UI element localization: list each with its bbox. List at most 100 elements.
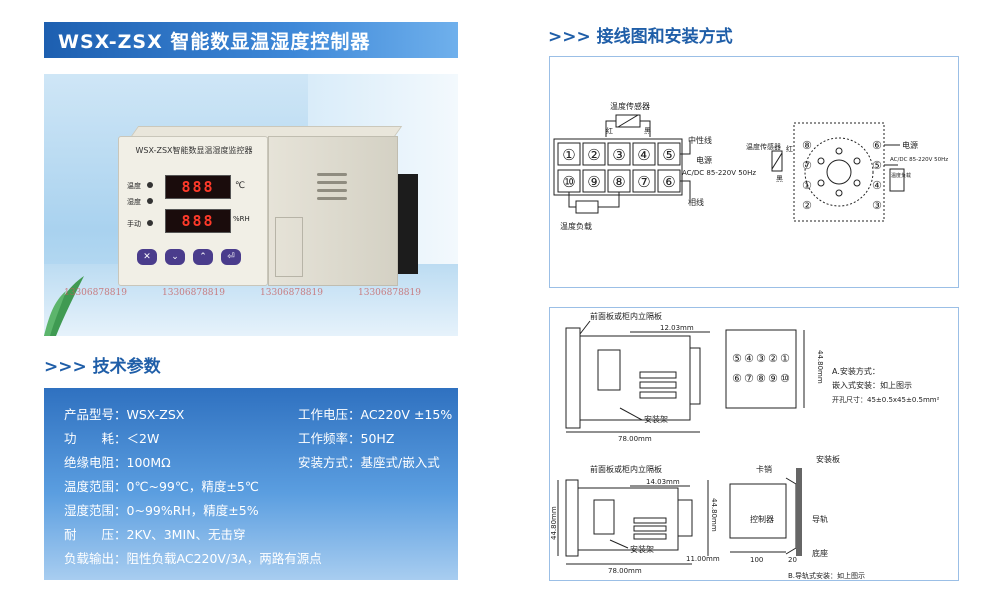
- spec-row: 负载输出：阻性负载AC220V/3A，两路有源点: [64, 551, 322, 566]
- svg-text:中性线: 中性线: [688, 135, 712, 145]
- humidity-display: 888: [165, 209, 231, 233]
- spec-row: 安装方式：基座式/嵌入式: [298, 455, 440, 470]
- svg-text:A.安装方式：: A.安装方式：: [832, 366, 880, 376]
- svg-text:①: ①: [780, 352, 790, 365]
- svg-text:⑧: ⑧: [756, 372, 766, 385]
- svg-text:⑤: ⑤: [662, 146, 675, 164]
- svg-text:电源: 电源: [902, 140, 918, 150]
- svg-text:③: ③: [612, 146, 625, 164]
- svg-text:前面板或柜内立隔板: 前面板或柜内立隔板: [590, 311, 662, 321]
- enter-icon: ⏎: [227, 252, 235, 262]
- tools-icon: ✕: [143, 252, 151, 262]
- down-button[interactable]: ⌄: [165, 249, 185, 265]
- wiring-heading: >>> 接线图和安装方式: [548, 27, 733, 47]
- svg-text:⑥: ⑥: [872, 139, 882, 152]
- round-socket: [804, 137, 874, 207]
- sensor-label: 温度传感器: [610, 101, 650, 111]
- svg-text:底座: 底座: [812, 548, 828, 558]
- device-side: [268, 136, 398, 286]
- chevron-up-icon: ⌃: [199, 252, 207, 262]
- round-sensor-symbol: [771, 150, 783, 172]
- terminal-grid-a: ⑤ ④ ③ ② ① ⑥ ⑦ ⑧ ⑨ ⑩: [732, 352, 790, 385]
- terminal-block: [553, 138, 683, 196]
- device-terminal: [398, 174, 418, 274]
- svg-text:78.00mm: 78.00mm: [618, 435, 652, 443]
- svg-text:78.00mm: 78.00mm: [608, 567, 642, 575]
- svg-text:温度负载: 温度负载: [560, 221, 592, 231]
- svg-text:AC/DC 85-220V 50Hz: AC/DC 85-220V 50Hz: [682, 169, 756, 177]
- installation-diagram: 前面板或柜内立隔板 12.03mm 安装架 78.00mm ⑤ ④ ③ ② ① …: [549, 307, 959, 581]
- svg-text:⑧: ⑧: [802, 139, 812, 152]
- chevron-down-icon: ⌄: [171, 252, 179, 262]
- svg-text:⑤: ⑤: [732, 352, 742, 365]
- svg-text:③: ③: [756, 352, 766, 365]
- device-body-b: [577, 487, 679, 551]
- plant-leaf-icon: [44, 276, 84, 336]
- svg-text:安装架: 安装架: [630, 544, 654, 554]
- svg-text:⑥: ⑥: [732, 372, 742, 385]
- svg-text:①: ①: [802, 179, 812, 192]
- svg-text:⑩: ⑩: [562, 173, 575, 191]
- rail-controller: [729, 483, 787, 539]
- svg-text:B.导轨式安装：如上图示: B.导轨式安装：如上图示: [788, 571, 865, 580]
- round-socket-frame: [793, 122, 885, 222]
- device-front: WSX-ZSX智能数显温湿度监控器 温度 湿度 手动 888 ℃ 888 %RH…: [118, 136, 268, 286]
- tech-heading: >>> 技术参数: [44, 357, 161, 377]
- spec-row: 耐 压：2KV、3MIN、无击穿: [64, 527, 246, 542]
- cutout-a: [725, 329, 797, 409]
- svg-text:①: ①: [562, 146, 575, 164]
- svg-text:前面板或柜内立隔板: 前面板或柜内立隔板: [590, 464, 662, 474]
- temp-display: 888: [165, 175, 231, 199]
- svg-text:AC/DC 85-220V 50Hz: AC/DC 85-220V 50Hz: [890, 157, 948, 163]
- settings-button[interactable]: ✕: [137, 249, 157, 265]
- svg-text:44.80mm: 44.80mm: [816, 350, 824, 384]
- product-title: WSX-ZSX 智能数显温湿度控制器: [58, 30, 371, 53]
- spec-row: 绝缘电阻：100MΩ: [64, 455, 171, 470]
- svg-text:安装架: 安装架: [644, 414, 668, 424]
- device-label: WSX-ZSX智能数显温湿度监控器: [135, 146, 253, 155]
- svg-text:③: ③: [872, 199, 882, 212]
- svg-text:黑: 黑: [776, 175, 783, 183]
- spec-panel: 产品型号：WSX-ZSX 功 耗：＜2W 绝缘电阻：100MΩ 温度范围：0℃~…: [44, 388, 458, 580]
- watermark: 13306878819: [358, 288, 421, 298]
- product-title-bar: WSX-ZSX 智能数显温湿度控制器: [44, 22, 458, 58]
- terminal-bottom-row: ⑩ ⑨ ⑧ ⑦ ⑥: [557, 169, 681, 193]
- rail-base: [785, 477, 797, 555]
- svg-text:②: ②: [768, 352, 778, 365]
- svg-text:⑦: ⑦: [637, 173, 650, 191]
- svg-text:控制器: 控制器: [750, 514, 774, 524]
- watermark: 13306878819: [64, 288, 127, 298]
- watermark: 13306878819: [260, 288, 323, 298]
- svg-text:100: 100: [750, 556, 763, 564]
- svg-text:⑩: ⑩: [780, 372, 790, 385]
- svg-text:黑: 黑: [644, 127, 651, 135]
- svg-text:④: ④: [637, 146, 650, 164]
- front-panel-a: [565, 327, 581, 429]
- wiring-diagram: 温度传感器 红 黑 ① ② ③ ④ ⑤ ⑩ ⑨ ⑧ ⑦ ⑥ 中性: [549, 56, 959, 288]
- svg-text:⑨: ⑨: [768, 372, 778, 385]
- svg-text:⑦: ⑦: [744, 372, 754, 385]
- spec-row: 湿度范围：0~99%RH，精度±5%: [64, 503, 259, 518]
- svg-text:⑧: ⑧: [612, 173, 625, 191]
- svg-text:12.03mm: 12.03mm: [660, 324, 694, 332]
- svg-text:导轨: 导轨: [812, 514, 828, 524]
- spec-row: 功 耗：＜2W: [64, 431, 160, 446]
- spec-row: 工作电压：AC220V ±15%: [298, 407, 453, 422]
- up-button[interactable]: ⌃: [193, 249, 213, 265]
- svg-text:卡销: 卡销: [756, 464, 772, 474]
- spec-row: 产品型号：WSX-ZSX: [64, 407, 185, 422]
- spec-row: 温度范围：0℃~99℃，精度±5℃: [64, 479, 259, 494]
- wiring-diagram-svg: 温度传感器 红 黑 ① ② ③ ④ ⑤ ⑩ ⑨ ⑧ ⑦ ⑥ 中性: [553, 101, 948, 231]
- spec-row: 工作频率：50HZ: [298, 431, 395, 446]
- enter-button[interactable]: ⏎: [221, 249, 241, 265]
- svg-text:开孔尺寸：45±0.5x45±0.5mm²: 开孔尺寸：45±0.5x45±0.5mm²: [832, 395, 940, 404]
- svg-text:⑤: ⑤: [872, 159, 882, 172]
- product-photo: WSX-ZSX智能数显温湿度监控器 温度 湿度 手动 888 ℃ 888 %RH…: [44, 74, 458, 336]
- installation-diagram-svg: 前面板或柜内立隔板 12.03mm 安装架 78.00mm ⑤ ④ ③ ② ① …: [550, 311, 940, 580]
- svg-text:⑨: ⑨: [587, 173, 600, 191]
- svg-text:温度负载: 温度负载: [891, 172, 911, 179]
- svg-text:11.00mm: 11.00mm: [686, 555, 720, 563]
- svg-text:⑥: ⑥: [662, 173, 675, 191]
- svg-text:电源: 电源: [696, 155, 712, 165]
